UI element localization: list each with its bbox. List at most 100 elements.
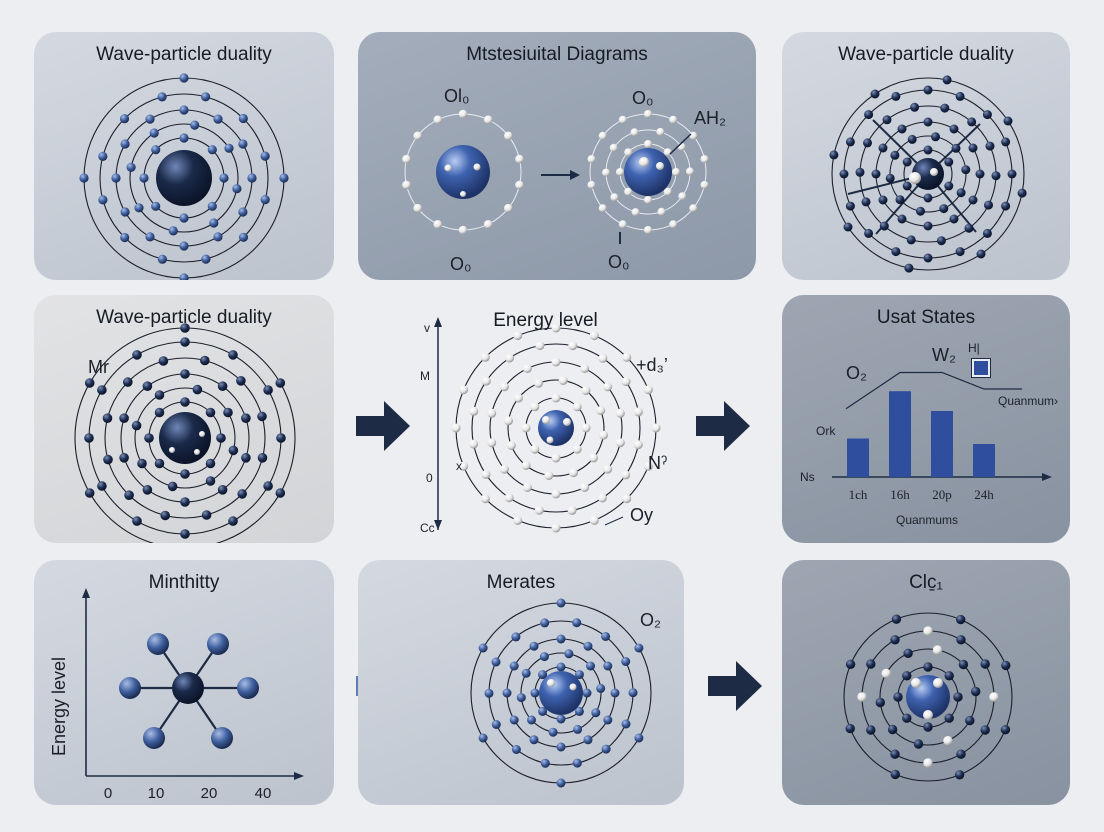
electron: [677, 142, 686, 151]
electron: [634, 733, 644, 743]
electron: [991, 171, 1001, 181]
electron: [624, 187, 633, 196]
electron: [663, 187, 672, 196]
electron: [102, 413, 113, 423]
x-tick-0: 0: [104, 785, 112, 802]
electron: [480, 494, 490, 504]
atom-diagram: [74, 323, 296, 543]
electron: [965, 715, 975, 726]
panel-title: Merates: [486, 572, 556, 593]
electron: [483, 115, 493, 124]
electron: [630, 128, 639, 137]
electron: [866, 725, 876, 735]
electron: [151, 201, 161, 211]
electron: [402, 154, 411, 164]
electron: [599, 430, 608, 440]
atom-diagram: [79, 73, 289, 280]
electron: [967, 117, 977, 127]
electron: [207, 145, 217, 155]
electron: [980, 659, 990, 669]
electron: [961, 165, 971, 175]
orbit-ring: [831, 77, 1025, 271]
electron: [238, 113, 248, 124]
electron: [167, 481, 178, 492]
electron: [180, 323, 190, 333]
electron: [857, 692, 867, 702]
orbit-ring: [134, 387, 236, 489]
panel-title: Wave-particle duality: [96, 44, 272, 65]
electron: [863, 138, 872, 148]
electron: [906, 235, 916, 245]
electron: [502, 688, 512, 698]
orbit-ring: [520, 652, 602, 734]
electron: [499, 464, 509, 474]
y-axis-arrow: [82, 588, 90, 598]
electron: [1001, 137, 1011, 147]
electron: [944, 157, 954, 167]
electron: [509, 715, 519, 725]
electron: [589, 515, 599, 525]
electron: [672, 168, 680, 176]
electron: [217, 485, 228, 495]
electron: [247, 173, 257, 183]
electron: [458, 109, 468, 119]
electron: [201, 254, 211, 264]
electron: [609, 143, 618, 152]
electron: [213, 114, 223, 124]
electron: [587, 180, 596, 189]
electron: [481, 469, 491, 479]
electron: [631, 208, 640, 217]
electron: [923, 85, 933, 95]
nucleus: [539, 671, 583, 715]
electron: [936, 236, 946, 246]
electron: [598, 204, 607, 213]
electron: [97, 481, 107, 491]
electron: [514, 393, 523, 403]
electron: [923, 758, 933, 768]
electron: [160, 510, 170, 521]
electron: [402, 180, 411, 190]
electron: [643, 461, 653, 471]
electron: [633, 407, 643, 417]
label-mr: Mr: [88, 357, 109, 377]
proton: [473, 163, 481, 171]
label-o0-bottom-left: O₀: [450, 254, 472, 274]
electron: [596, 683, 606, 693]
electron: [944, 181, 954, 191]
electron: [98, 151, 108, 161]
electron: [581, 423, 591, 433]
electron: [123, 377, 133, 387]
electron: [923, 662, 933, 672]
electron: [483, 220, 493, 229]
electron: [544, 471, 554, 480]
electron: [940, 103, 950, 113]
electron: [521, 423, 531, 433]
electron: [134, 203, 144, 213]
electron: [154, 390, 165, 400]
panel-title: Minthitty: [148, 572, 220, 593]
electron: [124, 490, 134, 500]
electron: [568, 341, 578, 351]
electron: [968, 195, 978, 205]
electron: [504, 131, 513, 141]
electron: [103, 454, 113, 465]
bar-24h: [973, 444, 995, 477]
electron: [866, 659, 876, 669]
electron: [885, 173, 895, 183]
electron: [644, 196, 652, 204]
electron: [583, 641, 593, 651]
proton: [923, 710, 933, 720]
electron: [413, 203, 422, 213]
tick-label-16h: 16h: [890, 487, 910, 502]
electron: [132, 516, 142, 526]
y-axis-arrow: [434, 317, 442, 327]
electron: [201, 510, 212, 520]
electron: [119, 114, 130, 124]
electron: [895, 195, 905, 205]
orbit-ring: [879, 648, 977, 746]
electron: [279, 173, 289, 183]
label-pointer: [669, 133, 692, 155]
electron: [891, 91, 901, 101]
